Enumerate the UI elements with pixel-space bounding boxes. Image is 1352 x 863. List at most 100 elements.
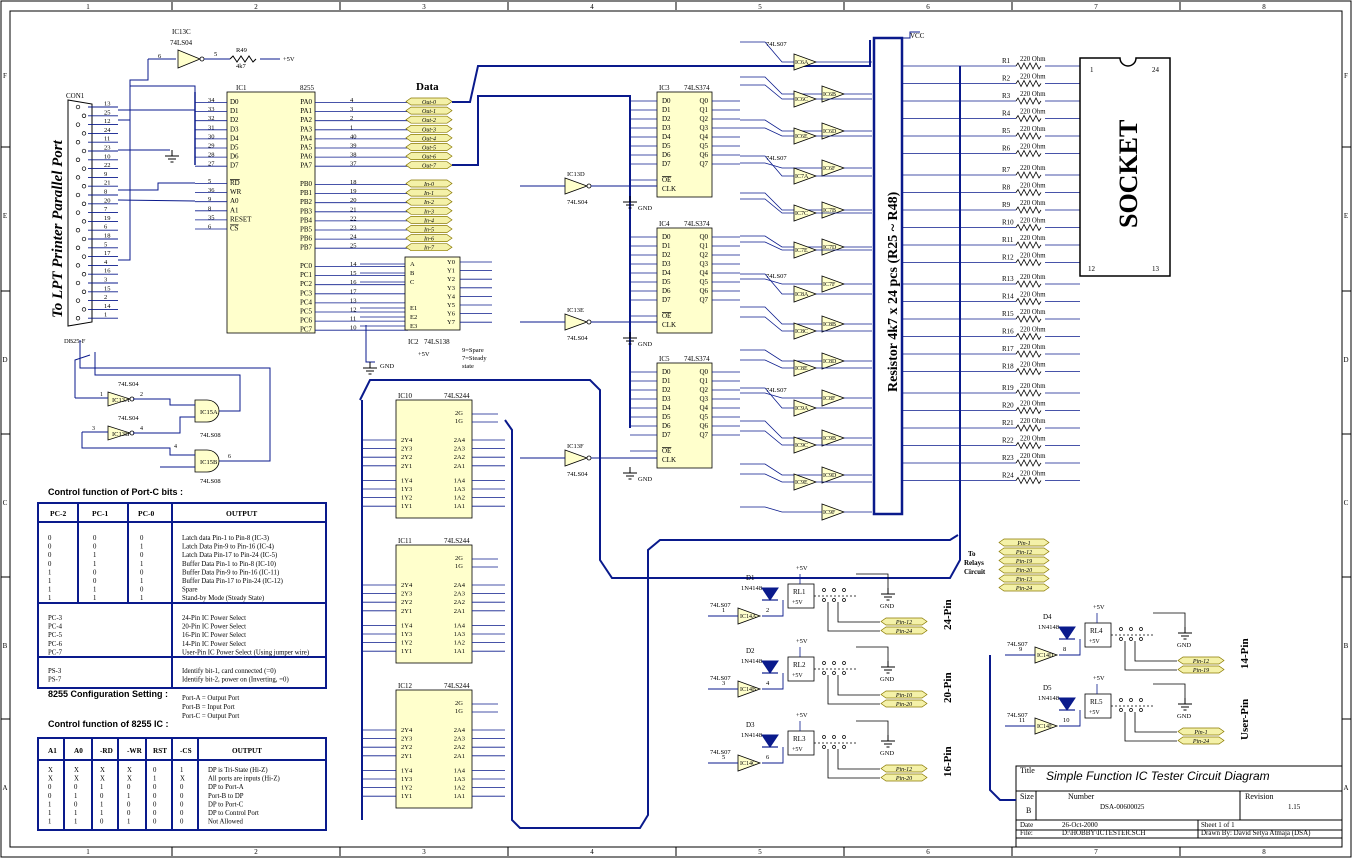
latch-oe-pin: OE (662, 312, 671, 320)
port-c-cell: 1 (93, 552, 96, 559)
relay-wire (827, 602, 880, 632)
out-net-label: Out-0 (422, 100, 436, 106)
ic1-right-pin-number: 17 (350, 288, 357, 295)
wire (117, 199, 196, 202)
connector-pin-number: 22 (104, 162, 111, 169)
ic2-part: 74LS138 (424, 338, 450, 346)
resistor-value: 220 Ohm (1020, 309, 1046, 316)
oc-part: 74LS07 (766, 41, 787, 48)
in-net-label: In-1 (423, 191, 434, 197)
inverter-mid (564, 177, 589, 195)
relay-contact (832, 735, 836, 739)
ic1-right-pin-number: 20 (350, 197, 357, 204)
in-net-label: In-3 (423, 209, 434, 215)
connector-pin (81, 272, 87, 277)
frame-row-marker: A (1343, 784, 1348, 792)
latch-IC5 (656, 362, 713, 469)
buffer-IC11 (395, 544, 473, 664)
wire (133, 416, 195, 434)
relay-ref: RL3 (793, 735, 806, 743)
in-net-label: In-2 (423, 200, 434, 206)
vcc-label: VCC (910, 32, 925, 40)
pwr-label: +5V (796, 638, 808, 645)
out-net-label: Out-5 (422, 146, 436, 152)
ic1-right-pin: PA0 (300, 98, 312, 106)
port-c-cell: 1 (140, 595, 143, 602)
ic1-right-pin-number: 38 (350, 152, 357, 159)
size-label: Size (1020, 792, 1034, 801)
wire (740, 198, 794, 214)
ic1-left-pin-number: 5 (208, 178, 211, 185)
port-c-cell: 0 (140, 552, 144, 559)
latch-d-pin: D2 (662, 251, 671, 259)
net-label-tag (405, 152, 453, 160)
oc-ref: IC7B (823, 208, 836, 214)
port-c-header: PC-1 (92, 509, 108, 518)
ic-table-cell: Not Allowed (208, 819, 244, 826)
resistor-zigzag (1015, 171, 1042, 179)
ic1-right-pin: PA4 (300, 134, 312, 142)
buffer-left-pin: 2Y1 (401, 753, 412, 760)
connector-side-label: To LPT Printer Parallel Port (50, 139, 66, 318)
connector-type: DB25-F (64, 338, 86, 345)
diode-ref: D1 (746, 574, 755, 582)
net-label-tag (880, 617, 928, 626)
buffer-left-pin: 2Y4 (401, 727, 413, 734)
wire (133, 398, 195, 406)
ic1-right-pin-number: 25 (350, 243, 357, 250)
latch-q-pin: Q0 (699, 97, 708, 105)
resistor-zigzag (1015, 424, 1042, 432)
wire (740, 316, 794, 332)
ic-table-cell: X (180, 776, 185, 783)
connector-pin-number: 3 (104, 277, 107, 284)
db25-shell (67, 99, 93, 327)
connector-pin-number: 13 (104, 101, 111, 108)
ic1-right-pin: PA6 (300, 153, 312, 161)
ic-table-cell: 0 (127, 784, 131, 791)
relays-note: Relays (964, 559, 984, 567)
socket-pin-net-label: Pin-20 (1015, 568, 1032, 574)
net-label-tag (405, 97, 453, 106)
connector-pin (75, 157, 81, 162)
port-c-cell: 1 (140, 561, 143, 568)
latch-oe-pin: OE (662, 447, 671, 455)
resistor-zigzag (1015, 149, 1042, 158)
ic1-right-pin: PC1 (300, 271, 313, 279)
ic1-right-pin-number: 14 (350, 261, 357, 268)
socket-pin-net-label: Pin-19 (1015, 559, 1032, 565)
port-c-power-bit: PC-6 (48, 641, 63, 648)
net-label-tag (405, 206, 453, 215)
ic1-left-pin-number: 33 (208, 106, 215, 113)
relay-contact (822, 588, 826, 592)
relay-contact (822, 671, 826, 675)
gnd-label: GND (638, 205, 652, 212)
latch-d-pin: D0 (662, 368, 671, 376)
relay-pin-label: Pin-12 (895, 620, 912, 626)
connector-pin (81, 201, 87, 206)
buffer-right-pin: 1A4 (454, 622, 466, 629)
revision-value: 1.15 (1288, 803, 1301, 811)
resistor-zigzag (1015, 223, 1042, 232)
ic-table-header: A1 (48, 747, 57, 755)
ic1-left-pin: D1 (230, 107, 239, 115)
relay-side-label: 14-Pin (1239, 638, 1251, 669)
ic-table-cell: 0 (153, 767, 157, 774)
relay-contact (832, 671, 836, 675)
oc-part: 74LS07 (766, 273, 787, 280)
oc-part: 74LS07 (766, 387, 787, 394)
wire (740, 430, 794, 446)
port-c-cell: 0 (48, 535, 52, 542)
relay-driver-part: 74LS07 (1007, 712, 1028, 719)
connector-pin (81, 236, 87, 242)
buffer-g-pin: 2G (455, 700, 463, 707)
wire (740, 359, 794, 369)
latch-d-pin: D1 (662, 242, 671, 250)
relays-note: To (968, 550, 976, 558)
buffer-part: 74LS244 (444, 537, 470, 545)
port-c-power-desc: 24-Pin IC Power Select (182, 615, 246, 622)
gate-ref: IC13B (112, 431, 130, 438)
ic-table-cell: 0 (74, 801, 78, 808)
diode-D5 (1058, 697, 1076, 711)
net-label-tag (405, 188, 453, 197)
ic1-right-pin: PA3 (300, 125, 312, 133)
